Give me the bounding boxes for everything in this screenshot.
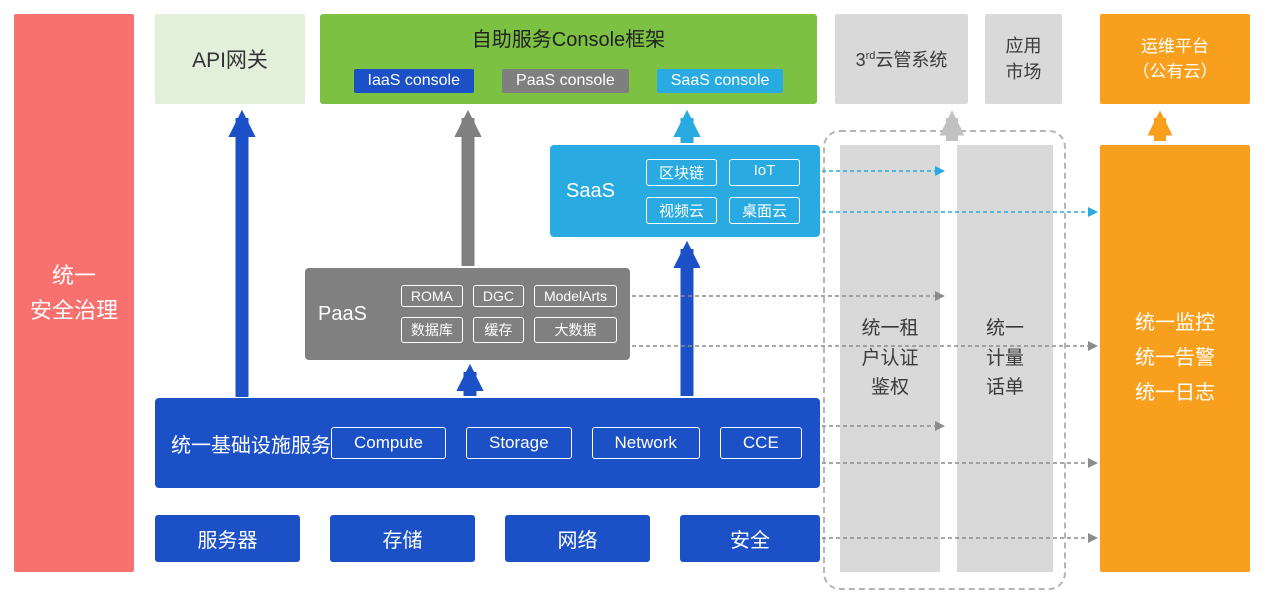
saas-item-desktop-cloud: 桌面云 — [728, 196, 800, 224]
paas-layer-label: PaaS — [318, 302, 367, 325]
paas-layer-box: PaaS ROMA DGC ModelArts 数据库 缓存 大数据 — [305, 268, 630, 360]
label-line: 应用 — [1005, 35, 1042, 56]
infra-item-network: Network — [591, 427, 700, 459]
label-line: 统一日志 — [1135, 382, 1215, 404]
ops-platform-box: 运维平台 （公有云） — [1100, 14, 1250, 104]
label-line: 话单 — [985, 377, 1024, 399]
hardware-security-box: 安全 — [680, 515, 820, 562]
infrastructure-services-grid: Compute Storage Network CCE — [331, 427, 802, 459]
label-line: 鉴权 — [870, 377, 909, 399]
label-line: 安全治理 — [29, 298, 118, 323]
label-line: 统一监控 — [1135, 312, 1215, 334]
label-suffix: 云管系统 — [875, 50, 948, 70]
hardware-server-box: 服务器 — [155, 515, 300, 562]
hardware-storage-box: 存储 — [330, 515, 475, 562]
label-line: 统一 — [985, 318, 1024, 340]
paas-item-roma: ROMA — [400, 285, 463, 307]
infra-item-cce: CCE — [719, 427, 802, 459]
paas-item-modelarts: ModelArts — [533, 285, 617, 307]
paas-item-database: 数据库 — [400, 317, 463, 343]
paas-item-cache: 缓存 — [472, 317, 524, 343]
label-line: 统一 — [51, 262, 96, 288]
hardware-network-box: 网络 — [505, 515, 650, 562]
infrastructure-label: 统一基础设施服务 — [171, 434, 331, 457]
api-gateway-box: API网关 — [155, 14, 305, 104]
infra-item-compute: Compute — [331, 427, 446, 459]
label-line: 计量 — [985, 347, 1024, 369]
saas-layer-box: SaaS 区块链 IoT 视频云 桌面云 — [550, 145, 820, 237]
iaas-console-chip: IaaS console — [353, 69, 475, 93]
console-frame-title: 自助服务Console框架 — [471, 29, 666, 51]
third-party-cloud-mgmt-label: 3rd云管系统 — [856, 46, 948, 72]
saas-item-blockchain: 区块链 — [645, 158, 717, 186]
api-gateway-label: API网关 — [192, 49, 268, 72]
paas-item-bigdata: 大数据 — [533, 317, 617, 343]
saas-item-video-cloud: 视频云 — [645, 196, 717, 224]
saas-item-iot: IoT — [728, 158, 800, 186]
console-frame-box: 自助服务Console框架 IaaS console PaaS console … — [320, 14, 817, 104]
saas-layer-label: SaaS — [566, 179, 615, 202]
paas-item-dgc: DGC — [472, 285, 524, 307]
paas-services-grid: ROMA DGC ModelArts 数据库 缓存 大数据 — [400, 285, 617, 343]
infra-item-storage: Storage — [465, 427, 572, 459]
label-superscript: rd — [865, 50, 876, 62]
security-governance-bar: 统一 安全治理 — [14, 14, 134, 572]
label-line: 统一告警 — [1135, 347, 1215, 369]
saas-services-grid: 区块链 IoT 视频云 桌面云 — [645, 158, 800, 224]
paas-console-chip: PaaS console — [502, 69, 629, 93]
label-line: 运维平台 — [1141, 36, 1209, 56]
saas-console-chip: SaaS console — [656, 69, 784, 93]
app-market-box: 应用 市场 — [985, 14, 1062, 104]
third-party-cloud-mgmt-box: 3rd云管系统 — [835, 14, 968, 104]
infrastructure-layer-box: 统一基础设施服务 Compute Storage Network CCE — [155, 398, 820, 488]
label-line: （公有云） — [1132, 62, 1218, 81]
metering-billing-bar: 统一 计量 话单 — [957, 145, 1053, 572]
label-prefix: 3 — [855, 50, 866, 70]
tenant-auth-bar: 统一租 户认证 鉴权 — [840, 145, 940, 572]
console-row: IaaS console PaaS console SaaS console — [353, 69, 784, 93]
label-line: 统一租 — [861, 318, 919, 340]
label-line: 市场 — [1005, 62, 1042, 82]
monitoring-alarm-log-bar: 统一监控 统一告警 统一日志 — [1100, 145, 1250, 572]
label-line: 户认证 — [861, 347, 919, 369]
